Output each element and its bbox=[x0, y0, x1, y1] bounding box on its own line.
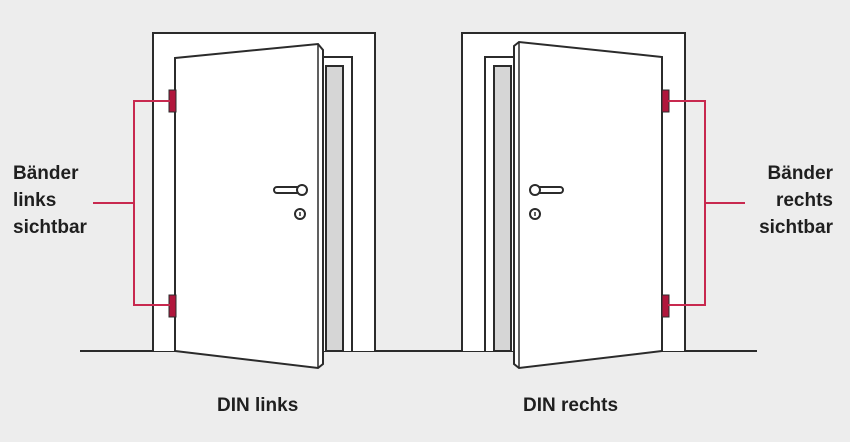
door-handle-icon bbox=[529, 184, 564, 196]
door-opening-gap bbox=[325, 65, 344, 352]
callout-line-3: sichtbar bbox=[13, 217, 87, 238]
callout-line-1: Bänder bbox=[13, 163, 79, 184]
door-leaf bbox=[174, 42, 324, 370]
hinge-bottom-icon bbox=[661, 294, 670, 318]
caption-din-links: DIN links bbox=[217, 395, 299, 416]
callout-line-2: links bbox=[13, 190, 57, 211]
callout-line-3: sichtbar bbox=[759, 217, 833, 238]
din-links-door bbox=[93, 32, 376, 370]
door-handle-icon bbox=[273, 184, 308, 196]
hinge-bottom-icon bbox=[168, 294, 177, 318]
callout-line-2: rechts bbox=[775, 190, 833, 211]
hinge-top-icon bbox=[168, 89, 177, 113]
door-leaf bbox=[513, 40, 663, 370]
door-opening-gap bbox=[493, 65, 512, 352]
din-rechts-door bbox=[461, 32, 745, 370]
keyhole-icon bbox=[294, 208, 306, 220]
hinges-left-callout: Bänder links sichtbar bbox=[13, 160, 87, 241]
hinges-right-callout: Bänder rechts sichtbar bbox=[759, 160, 833, 241]
hinge-top-icon bbox=[661, 89, 670, 113]
keyhole-icon bbox=[529, 208, 541, 220]
callout-line-1: Bänder bbox=[767, 163, 833, 184]
caption-din-rechts: DIN rechts bbox=[523, 395, 619, 416]
